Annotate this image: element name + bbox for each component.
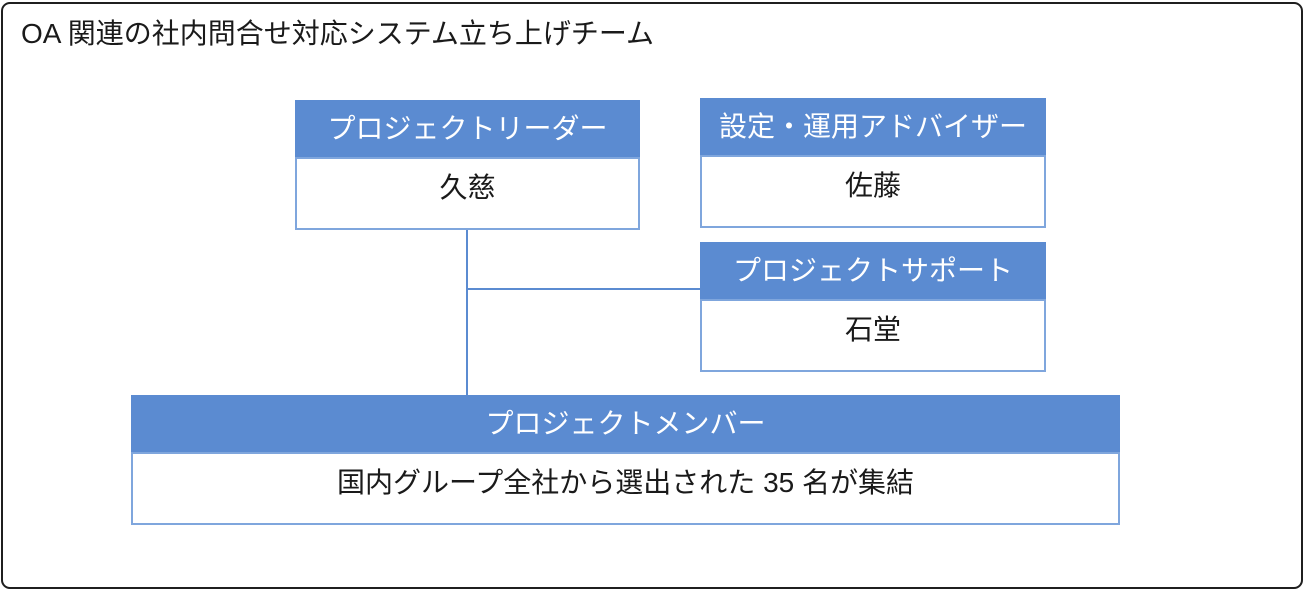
org-node-member-body: 国内グループ全社から選出された 35 名が集結 bbox=[131, 452, 1120, 525]
member-name: 佐藤 bbox=[844, 170, 901, 201]
connector-leader-to-members bbox=[466, 230, 468, 395]
diagram-title: OA 関連の社内問合せ対応システム立ち上げチーム bbox=[21, 18, 655, 49]
org-node-member-body: 石堂 bbox=[700, 299, 1046, 372]
member-name: 久慈 bbox=[439, 172, 496, 203]
connector-leader-to-support bbox=[467, 288, 700, 290]
org-node-role-header: プロジェクトメンバー bbox=[131, 395, 1120, 452]
org-node-role-header: プロジェクトリーダー bbox=[295, 100, 640, 157]
member-name: 石堂 bbox=[844, 314, 901, 345]
role-label: プロジェクトリーダー bbox=[327, 112, 608, 144]
role-label: プロジェクトメンバー bbox=[485, 407, 766, 439]
org-node-member-body: 佐藤 bbox=[700, 155, 1046, 228]
org-node-project-support: プロジェクトサポート 石堂 bbox=[700, 242, 1046, 372]
org-node-member-body: 久慈 bbox=[295, 157, 640, 230]
role-label: 設定・運用アドバイザー bbox=[718, 110, 1027, 142]
org-node-project-members: プロジェクトメンバー 国内グループ全社から選出された 35 名が集結 bbox=[131, 395, 1120, 525]
member-description: 国内グループ全社から選出された 35 名が集結 bbox=[336, 467, 915, 498]
role-label: プロジェクトサポート bbox=[732, 254, 1013, 286]
org-node-setup-operation-advisor: 設定・運用アドバイザー 佐藤 bbox=[700, 98, 1046, 228]
org-node-role-header: プロジェクトサポート bbox=[700, 242, 1046, 299]
org-node-project-leader: プロジェクトリーダー 久慈 bbox=[295, 100, 640, 230]
org-node-role-header: 設定・運用アドバイザー bbox=[700, 98, 1046, 155]
